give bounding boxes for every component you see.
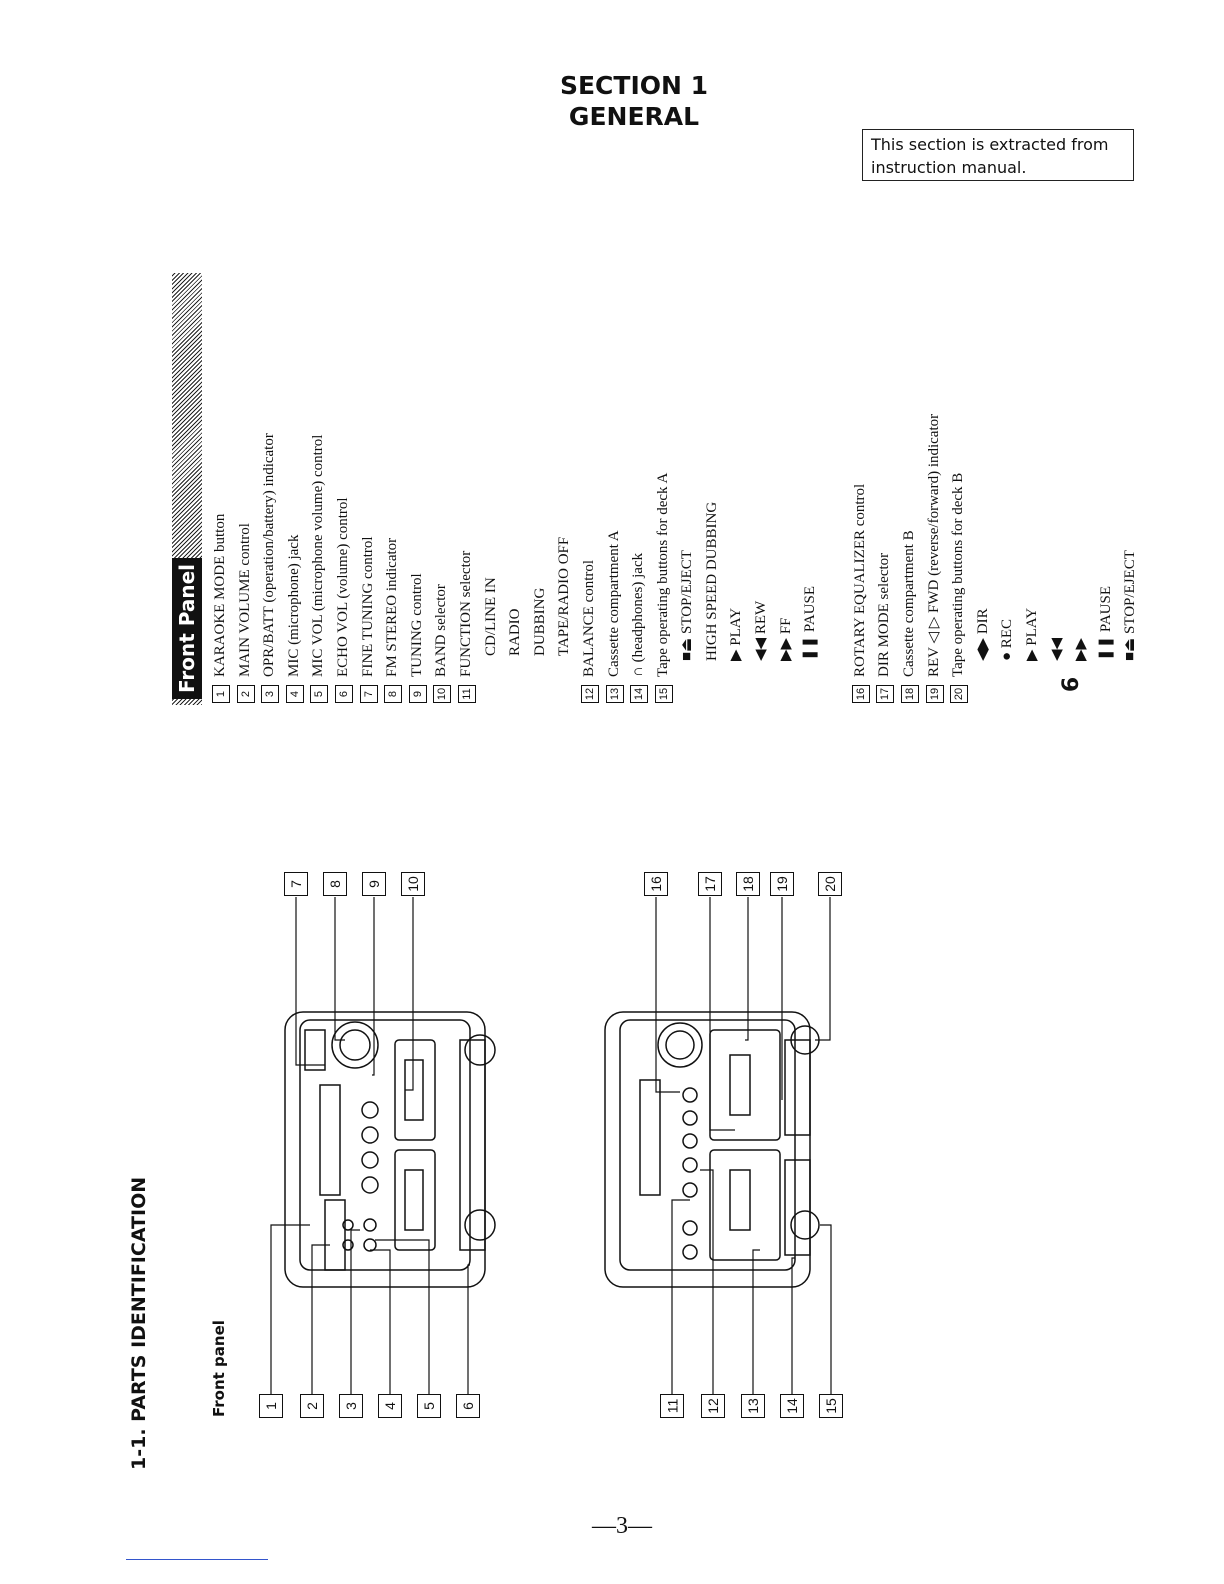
callout-10: 10: [401, 872, 425, 896]
leader-lines-lower: [655, 897, 832, 1394]
callout-8: 8: [323, 872, 347, 896]
extract-note: This section is extracted from instructi…: [862, 129, 1134, 181]
section-number: SECTION 1: [559, 71, 709, 100]
leader-lines-upper: [270, 897, 470, 1394]
callout-6: 6: [456, 1394, 480, 1418]
callout-13: 13: [741, 1394, 765, 1418]
callout-5: 5: [417, 1394, 441, 1418]
section-name: GENERAL: [568, 102, 700, 131]
footer-rule: [126, 1559, 268, 1560]
callout-15: 15: [819, 1394, 843, 1418]
callout-9: 9: [362, 872, 386, 896]
callout-18: 18: [736, 872, 760, 896]
callout-17: 17: [698, 872, 722, 896]
callout-2: 2: [300, 1394, 324, 1418]
callout-12: 12: [701, 1394, 725, 1418]
callout-19: 19: [770, 872, 794, 896]
callout-7: 7: [284, 872, 308, 896]
stereo-unit-upper: [284, 1011, 496, 1288]
section-title: SECTION 1 GENERAL: [0, 70, 1224, 132]
callout-11: 11: [660, 1394, 684, 1418]
callout-3: 3: [339, 1394, 363, 1418]
callout-1: 1: [259, 1394, 283, 1418]
callout-20: 20: [818, 872, 842, 896]
callout-16: 16: [644, 872, 668, 896]
callout-14: 14: [780, 1394, 804, 1418]
page-number: —3—: [592, 1513, 652, 1539]
callout-4: 4: [378, 1394, 402, 1418]
stereo-unit-lower: [604, 1011, 820, 1288]
